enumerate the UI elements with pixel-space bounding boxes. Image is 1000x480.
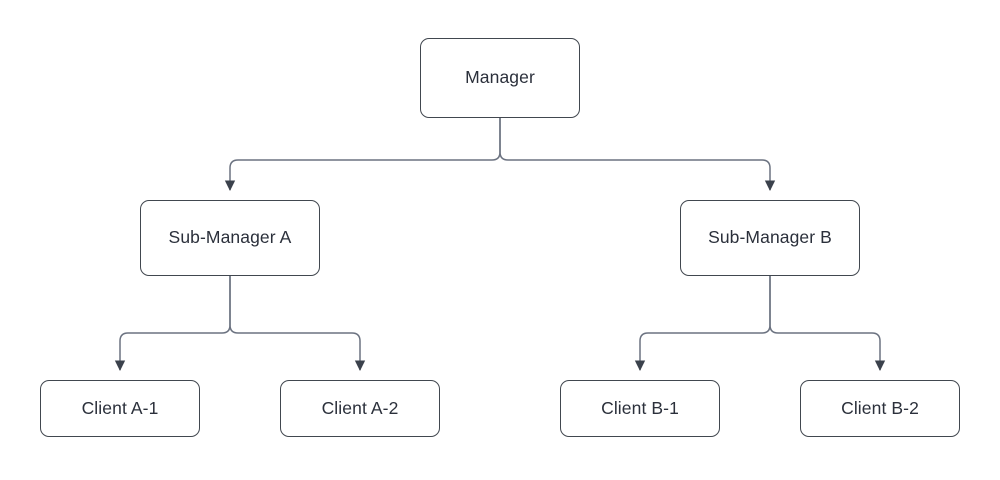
edge-sub-manager-b-to-client-b-1 [634,276,771,372]
node-client-b-1[interactable]: Client B-1 [560,380,720,437]
node-client-a-2[interactable]: Client A-2 [280,380,440,437]
edge-sub-manager-b-to-client-b-2 [769,276,886,372]
node-sub-manager-b[interactable]: Sub-Manager B [680,200,860,276]
node-client-a-2-label: Client A-2 [321,397,399,418]
node-client-a-1[interactable]: Client A-1 [40,380,200,437]
node-sub-manager-a[interactable]: Sub-Manager A [140,200,320,276]
node-client-b-2-label: Client B-2 [841,397,919,418]
node-client-b-2[interactable]: Client B-2 [800,380,960,437]
edge-sub-manager-a-to-client-a-2 [229,276,366,372]
edge-manager-to-sub-manager-b [499,118,776,192]
node-manager-label: Manager [465,67,535,88]
edge-manager-to-sub-manager-a [224,118,501,192]
edge-sub-manager-a-to-client-a-1 [114,276,231,372]
node-manager[interactable]: Manager [420,38,580,118]
node-sub-manager-b-label: Sub-Manager B [708,227,832,248]
node-client-a-1-label: Client A-1 [81,397,159,418]
node-client-b-1-label: Client B-1 [601,397,679,418]
node-sub-manager-a-label: Sub-Manager A [168,227,292,248]
